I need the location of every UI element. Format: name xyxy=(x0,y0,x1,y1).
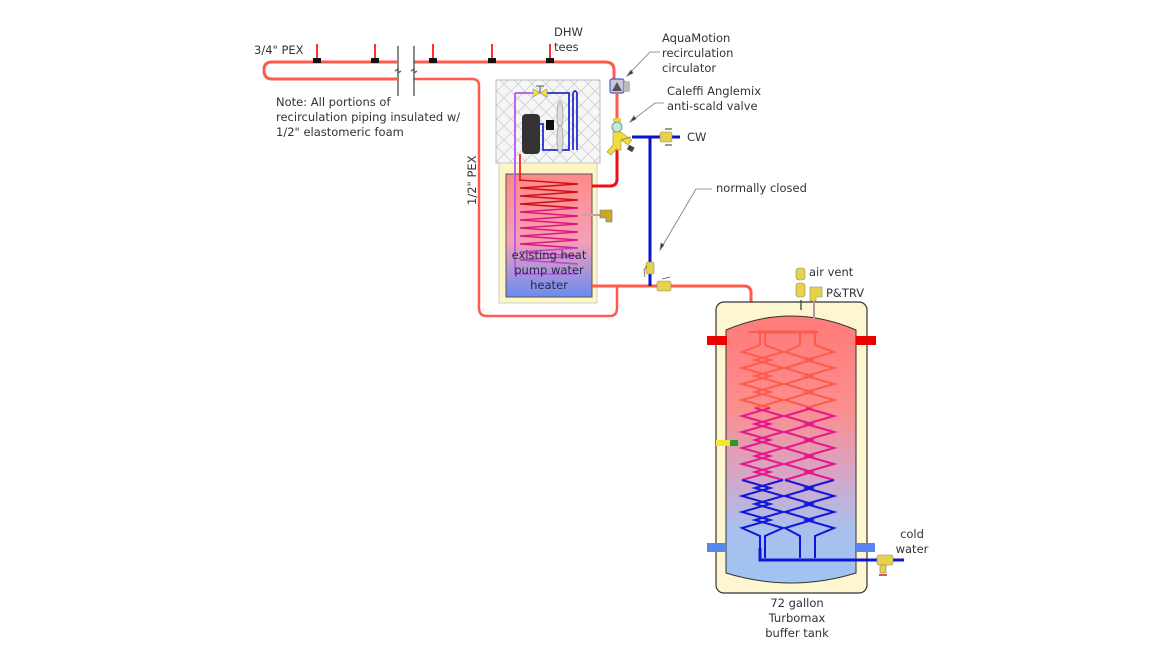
dhw-tee xyxy=(371,44,379,63)
heat-pump-water-heater: existing heat pump water heater xyxy=(495,79,613,304)
dhw-tee xyxy=(313,44,321,63)
ptrv-label: P&TRV xyxy=(826,286,864,300)
hpwh-hot-outlet-pipe xyxy=(592,150,619,188)
air-vent-icon xyxy=(795,282,806,298)
normally-closed-valve xyxy=(643,261,655,278)
buffer-tank xyxy=(707,267,904,594)
leader-lines xyxy=(625,51,712,252)
normally-closed-label: normally closed xyxy=(716,181,807,195)
mix-valve-label-2: anti-scald valve xyxy=(667,99,758,113)
cw-valve-icon xyxy=(659,128,673,146)
dhw-tee xyxy=(546,44,554,63)
note-line-2: recirculation piping insulated w/ xyxy=(276,110,460,124)
mix-valve-label-1: Caleffi Anglemix xyxy=(667,84,761,98)
main-pipe-label: 3/4" PEX xyxy=(254,43,304,57)
ptrv-icon xyxy=(809,286,823,302)
cold-water-pipes xyxy=(632,135,680,286)
lower-port-right xyxy=(856,543,875,552)
tank-label-1: 72 gallon xyxy=(770,596,823,610)
return-pipe-label: 1/2" PEX xyxy=(465,155,479,205)
hpwh-tank xyxy=(505,173,593,298)
expansion-valve-icon xyxy=(532,88,541,98)
note-line-3: 1/2" elastomeric foam xyxy=(276,125,404,139)
cold-water-label-1: cold xyxy=(900,527,924,541)
note-line-1: Note: All portions of xyxy=(276,95,391,109)
anti-scald-mixing-valve xyxy=(606,118,635,156)
hpwh-label-1: existing heat xyxy=(512,248,587,262)
recirculation-circulator xyxy=(609,78,630,94)
upper-port-right xyxy=(856,336,876,345)
buffer-to-hpwh-pipe xyxy=(592,284,760,332)
cold-water-label-2: water xyxy=(896,542,929,556)
cold-inlet-manifold xyxy=(758,548,904,562)
circulator-label-2: recirculation xyxy=(662,46,733,60)
dhw-tees xyxy=(313,44,554,63)
dhw-tees-label-1: DHW xyxy=(554,25,583,39)
tank-label-3: buffer tank xyxy=(765,626,829,640)
circulator-label-3: circulator xyxy=(662,61,716,75)
hpwh-label-3: heater xyxy=(530,278,568,292)
air-vent-label: air vent xyxy=(809,265,854,279)
circulator-label-1: AquaMotion xyxy=(662,31,730,45)
main-supply-pipe xyxy=(262,60,619,318)
sensor-well xyxy=(716,440,730,446)
hpwh-label-2: pump water xyxy=(514,263,584,277)
tank-label-2: Turbomax xyxy=(768,611,826,625)
cw-label: CW xyxy=(687,130,706,144)
tp-valve-icon xyxy=(599,209,613,223)
cold-water-valve-icon xyxy=(876,554,894,566)
dhw-tee xyxy=(488,44,496,63)
dhw-tees-label-2: tees xyxy=(554,40,579,54)
lower-port-left xyxy=(707,543,726,552)
isolation-valve xyxy=(656,276,672,292)
fan-motor-icon xyxy=(546,120,554,130)
heat-exchanger-coils xyxy=(738,344,838,558)
compressor-icon xyxy=(522,114,540,154)
upper-port-left xyxy=(707,336,727,345)
pipe-break-symbol xyxy=(394,46,418,96)
dhw-tee xyxy=(429,44,437,63)
